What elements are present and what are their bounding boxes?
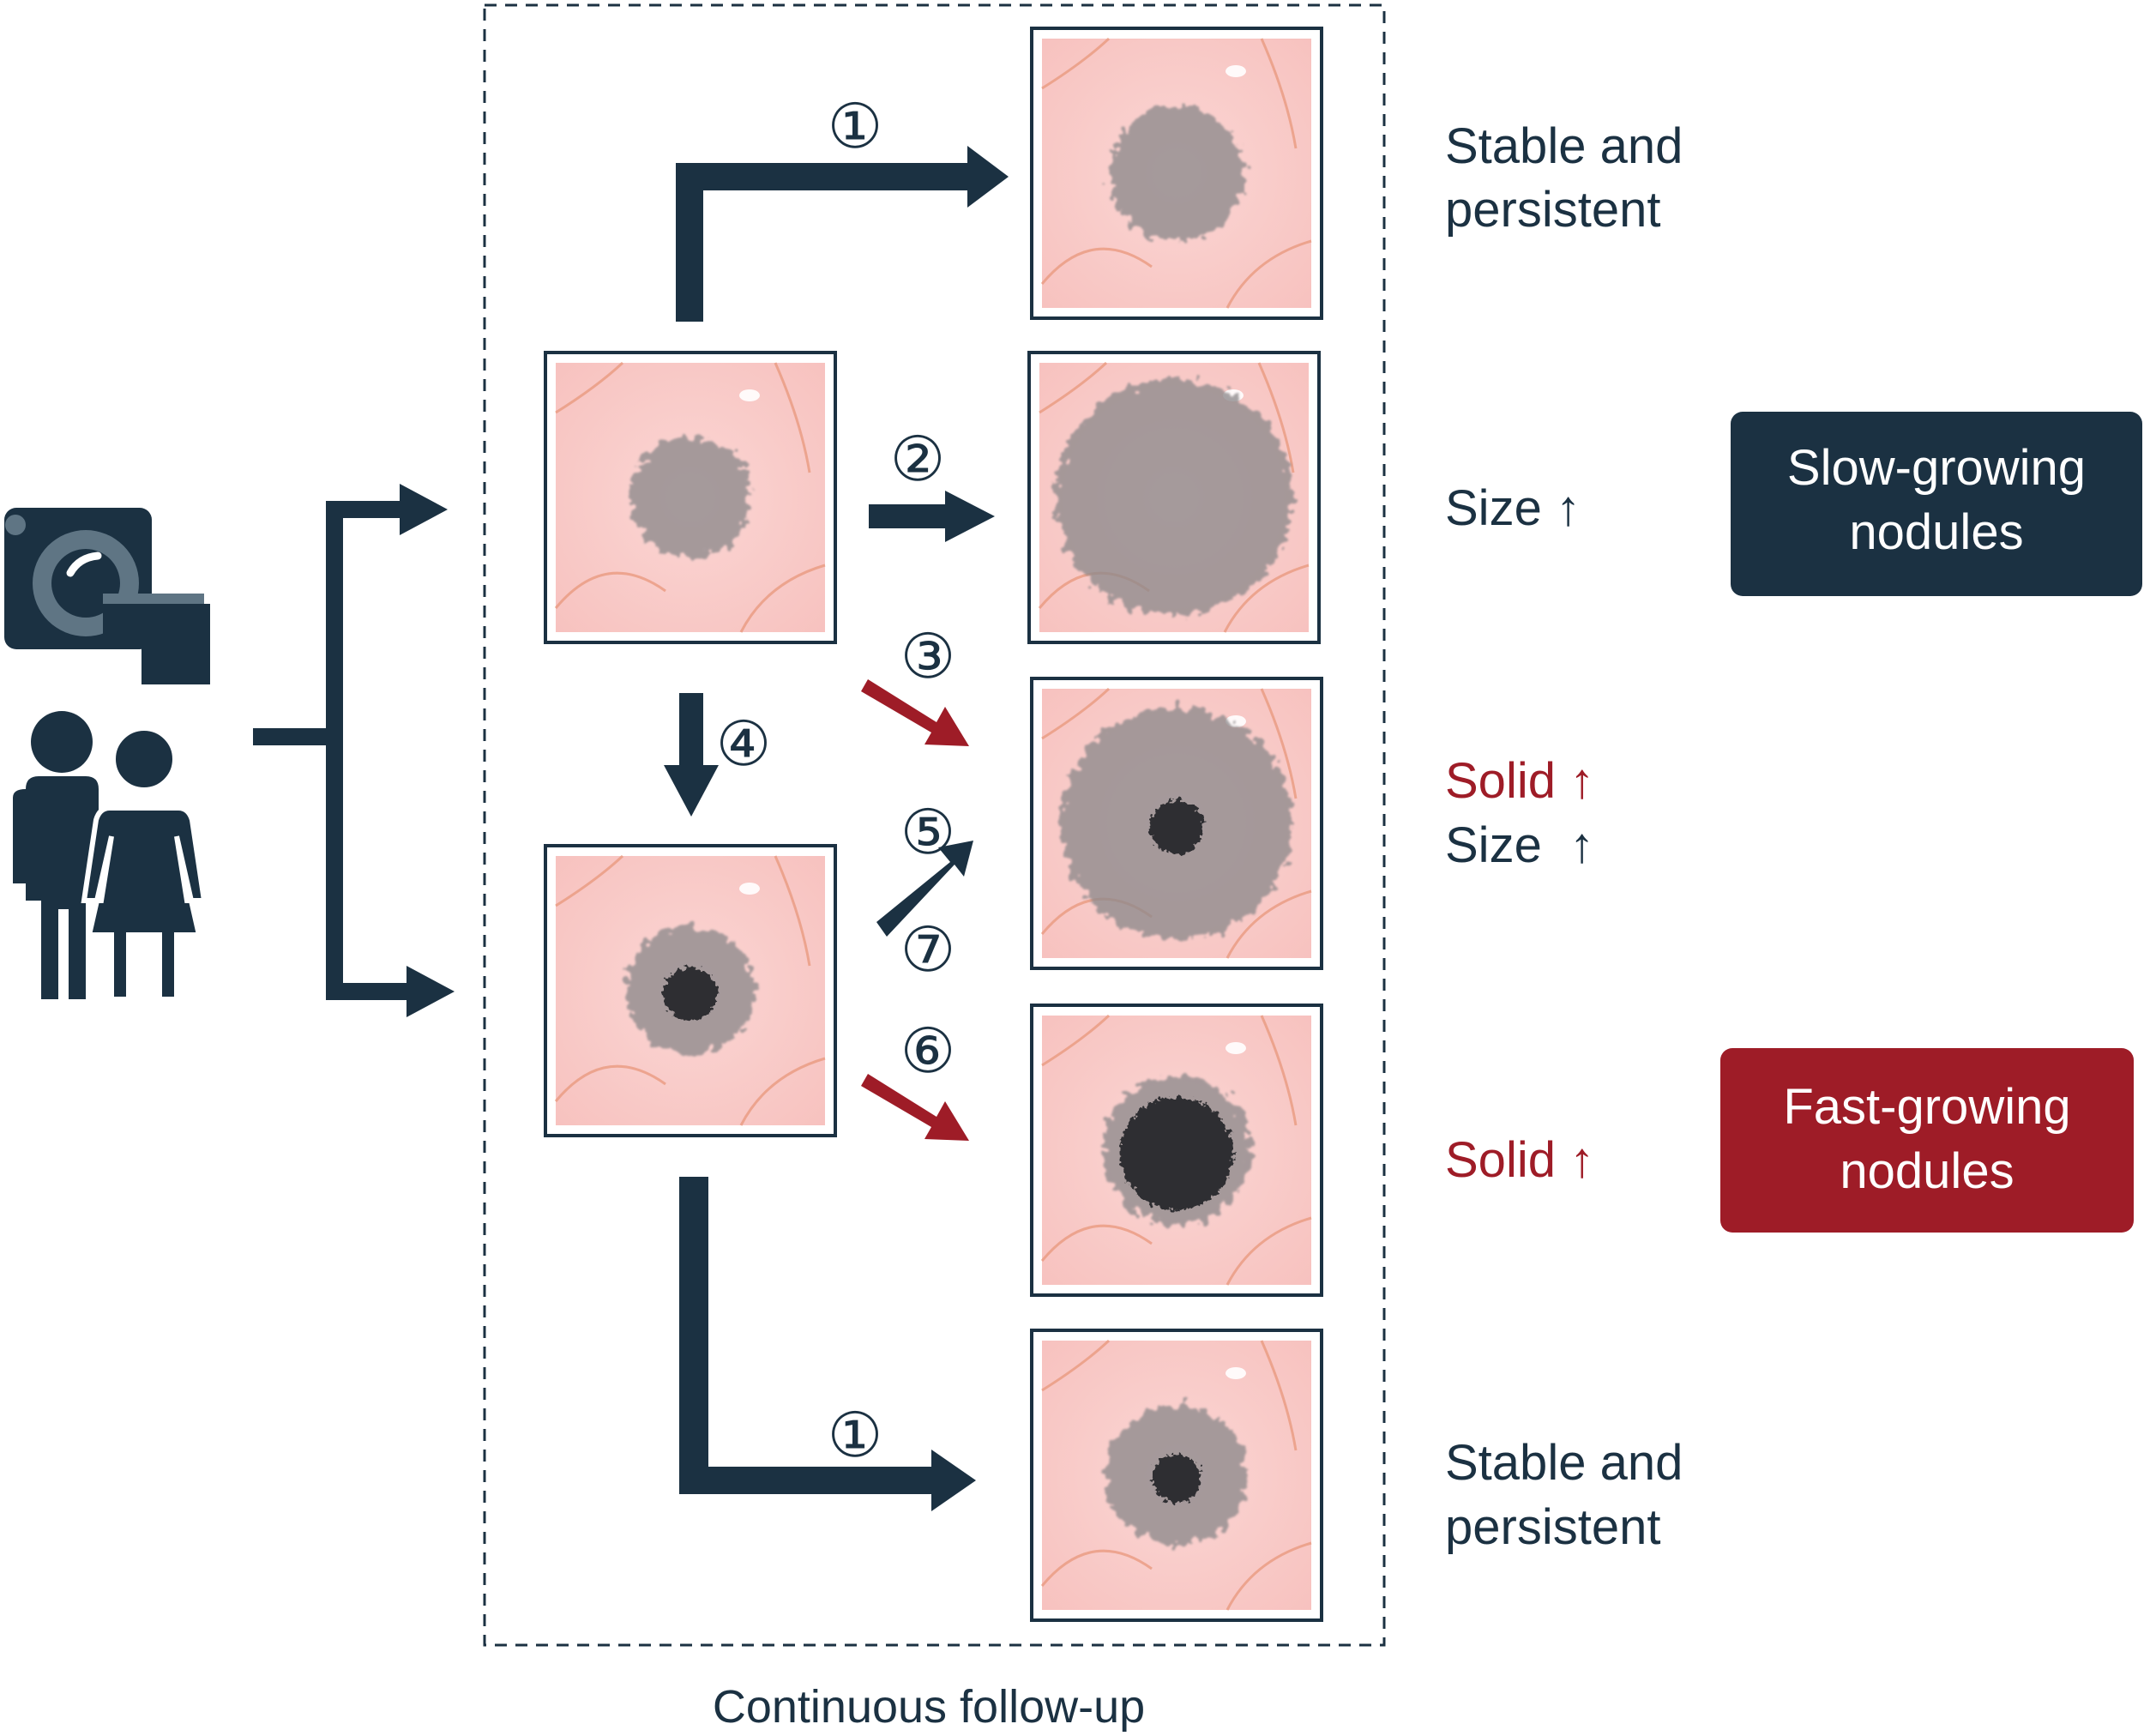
ground-glass-opacity <box>1109 105 1244 241</box>
path-arrow-4 <box>664 693 719 817</box>
fast-growing-line1: Fast-growing <box>1783 1079 2070 1135</box>
path-arrow-3 <box>861 679 969 746</box>
path-arrow-1-top <box>676 146 1009 322</box>
nodule-panel-initial-ggo <box>544 351 837 644</box>
nodule-panel-outcome-stable-ggo <box>1030 27 1323 320</box>
path-arrow-2 <box>869 491 995 542</box>
path-label-1-bottom: ① <box>828 1401 883 1470</box>
fast-growing-box: Fast-growing nodules <box>1720 1048 2134 1233</box>
path-label-2: ② <box>890 425 946 494</box>
patients-icon <box>13 711 208 1002</box>
path-arrow-6 <box>861 1074 969 1141</box>
fast-growing-line2: nodules <box>1840 1143 2014 1199</box>
outcome-size-increase: Size ↑ <box>1445 480 1581 536</box>
vessel-lines <box>1040 1339 1312 1611</box>
outcome-stable-top-line1: Stable and <box>1445 118 1683 174</box>
path-label-5: ⑤ <box>900 799 956 867</box>
nodule-panel-outcome-solid-increase <box>1030 1004 1323 1297</box>
follow-up-frame <box>483 3 1386 1647</box>
follow-up-caption: Continuous follow-up <box>713 1681 1145 1733</box>
outcome-solid-increase-c: Solid ↑ <box>1445 1132 1594 1188</box>
path-label-6: ⑥ <box>900 1017 956 1086</box>
outcome-stable-top-line2: persistent <box>1445 182 1660 238</box>
path-label-3: ③ <box>900 623 956 691</box>
solid-component <box>1120 1097 1233 1210</box>
nodule-panel-outcome-size-increase <box>1027 351 1321 644</box>
vessel-lines <box>1040 1014 1312 1286</box>
nodule-panel-outcome-stable-part-solid <box>1030 1329 1323 1622</box>
path-arrow-5-7 <box>876 841 973 937</box>
vessel-lines <box>1040 37 1312 309</box>
ground-glass-opacity <box>1055 378 1293 617</box>
nodule-panel-initial-part-solid <box>544 844 837 1137</box>
path-label-1-top: ① <box>828 93 883 161</box>
outcome-stable-bottom-line2: persistent <box>1445 1499 1660 1555</box>
slow-growing-box: Slow-growing nodules <box>1731 412 2142 596</box>
ground-glass-opacity <box>629 437 751 558</box>
entry-branch-arrow <box>253 484 455 1017</box>
ct-scanner-icon <box>4 508 210 684</box>
solid-component <box>663 967 718 1022</box>
outcome-stable-bottom-line1: Stable and <box>1445 1435 1683 1491</box>
path-arrow-1-bottom <box>679 1177 976 1511</box>
vessel-lines <box>554 854 826 1126</box>
solid-component <box>1152 1454 1201 1504</box>
path-label-7: ⑦ <box>900 916 956 985</box>
nodule-panel-outcome-solid-and-size <box>1030 677 1323 970</box>
slow-growing-line2: nodules <box>1849 504 2023 560</box>
solid-component <box>1149 799 1204 854</box>
outcome-size-increase-b: Size ↑ <box>1445 817 1594 873</box>
slow-growing-line1: Slow-growing <box>1787 440 2086 496</box>
path-label-4: ④ <box>716 710 772 779</box>
outcome-solid-increase-a: Solid ↑ <box>1445 753 1594 809</box>
vessel-lines <box>554 361 826 633</box>
